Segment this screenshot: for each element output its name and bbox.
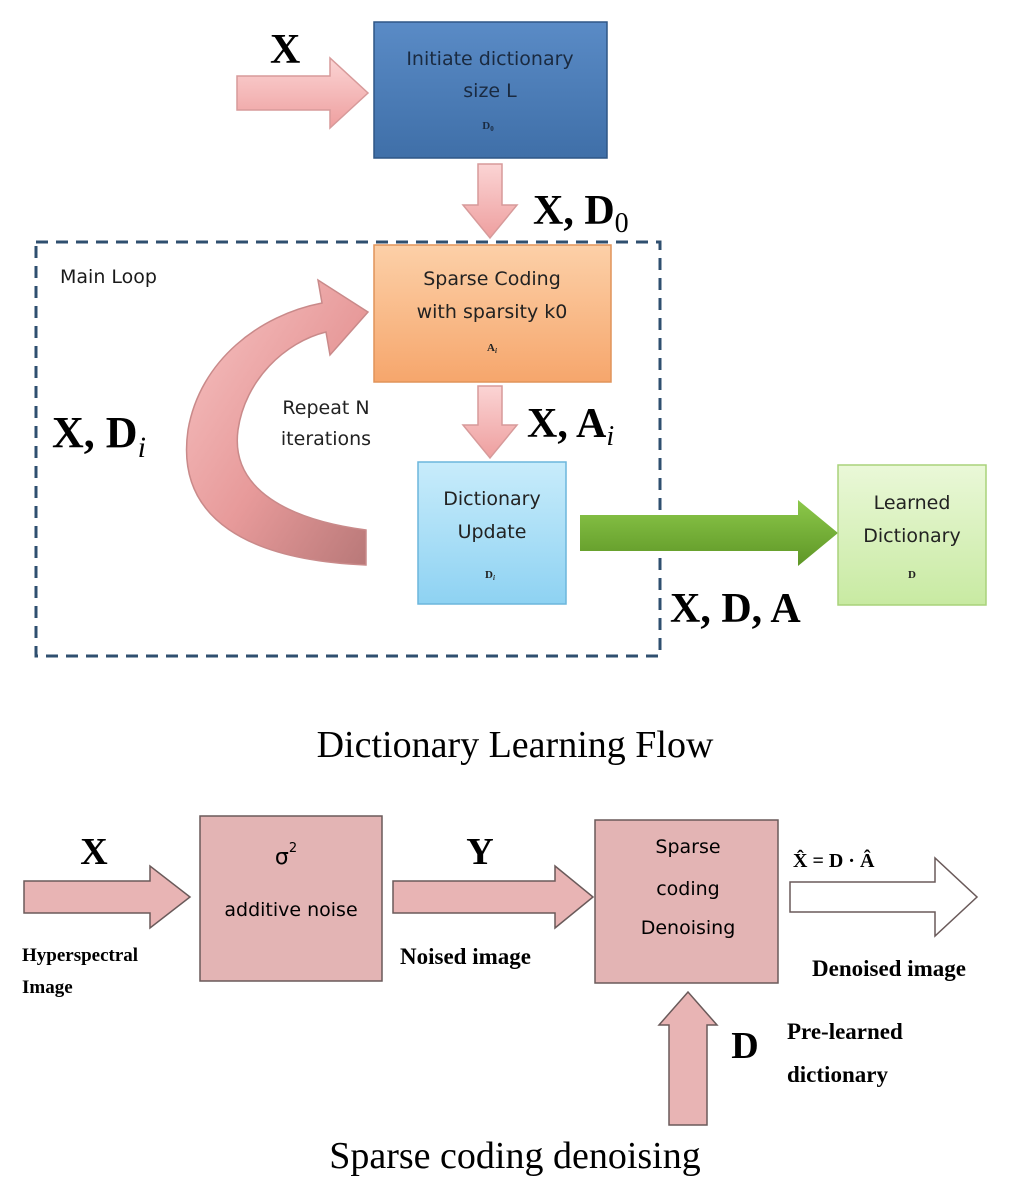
denoise-box-line2: coding (656, 878, 720, 900)
init-dictionary-box (373, 21, 608, 159)
sparse-box-symbol: Ai (487, 342, 497, 355)
sparse-coding-box (373, 244, 612, 383)
flow2-d-label: D (731, 1025, 758, 1067)
repeat-text-line1: Repeat N (282, 397, 369, 419)
noised-image-caption: Noised image (400, 944, 531, 969)
x-di-label: X, Di (52, 408, 146, 464)
x-ai-label: X, Ai (527, 401, 614, 452)
x-d0-label: X, D0 (533, 188, 629, 239)
dictionary-input-arrow (657, 990, 719, 1126)
learned-box-line1: Learned (874, 492, 951, 514)
output-formula: X̂ = D · Â (793, 848, 875, 872)
denoised-output-arrow (789, 856, 979, 938)
denoised-image-caption: Denoised image (812, 956, 966, 981)
sparse-denoising-box (594, 819, 779, 984)
dictionary-update-box (417, 461, 567, 605)
additive-noise-box (199, 815, 383, 982)
prelearned-line1: Pre-learned (787, 1019, 903, 1044)
repeat-text-line2: iterations (281, 428, 371, 450)
caption-dictionary-learning: Dictionary Learning Flow (317, 724, 714, 766)
input-arrow (236, 56, 370, 130)
repeat-loop-arrow (185, 278, 370, 566)
sparse-box-line2: with sparsity k0 (417, 301, 568, 323)
flow2-input-arrow (23, 864, 192, 930)
update-box-symbol: Di (485, 569, 495, 582)
additive-noise-label: additive noise (224, 899, 357, 921)
noised-arrow (392, 864, 595, 930)
main-loop-label: Main Loop (60, 266, 157, 288)
update-box-line2: Update (458, 521, 527, 543)
prelearned-line2: dictionary (787, 1062, 888, 1087)
init-box-symbol: D0 (482, 120, 494, 133)
flow2-input-x-label: X (80, 831, 107, 873)
denoise-box-line1: Sparse (655, 836, 720, 858)
hyperspectral-line2: Image (22, 977, 73, 998)
input-x-label: X (270, 27, 300, 73)
flow2-y-label: Y (466, 831, 493, 873)
init-box-line1: Initiate dictionary (406, 48, 573, 70)
hyperspectral-line1: Hyperspectral (22, 945, 138, 966)
sparse-box-line1: Sparse Coding (423, 268, 561, 290)
arrow-init-to-sparse (461, 163, 519, 240)
learned-box-line2: Dictionary (863, 525, 960, 547)
main-loop-border (34, 240, 662, 658)
caption-sparse-coding-denoising: Sparse coding denoising (329, 1135, 701, 1177)
update-box-line1: Dictionary (443, 488, 540, 510)
init-box-line2: size L (463, 80, 517, 102)
arrow-sparse-to-update (461, 385, 519, 460)
sigma-squared: σ2 (275, 841, 297, 870)
learned-dictionary-box (837, 464, 987, 606)
x-d-a-label: X, D, A (670, 586, 801, 632)
learned-box-symbol: D (908, 569, 916, 581)
denoise-box-line3: Denoising (641, 917, 736, 939)
output-arrow (580, 500, 838, 566)
